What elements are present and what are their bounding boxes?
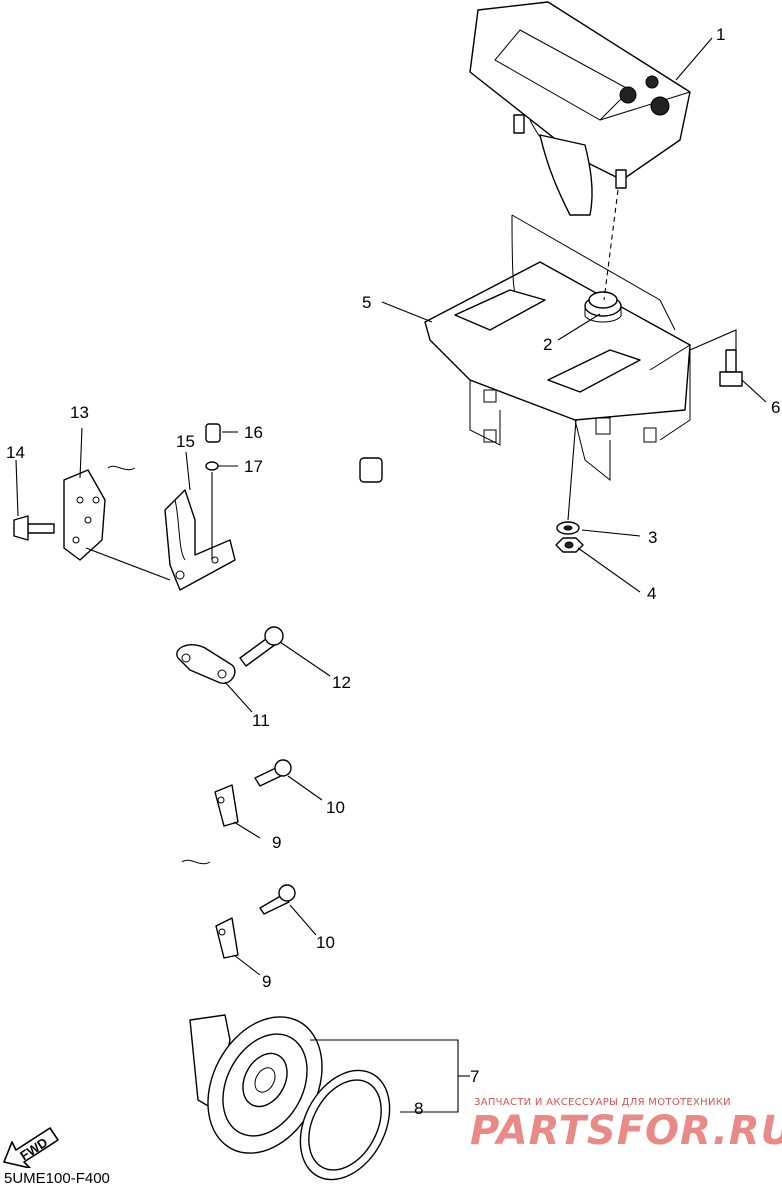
callout-17: 17 [244,457,263,476]
clamp-upper [214,784,239,827]
callout-12: 12 [332,673,351,692]
callout-9-lower: 9 [262,972,271,991]
meter-bracket [424,214,691,482]
callout-8: 8 [414,1099,423,1118]
callout-15: 15 [176,432,195,451]
callout-1: 1 [716,25,725,44]
callout-3: 3 [648,528,657,547]
washer-17 [205,461,219,471]
callout-11: 11 [252,711,270,730]
bolt-14 [13,515,55,541]
cable-guide [176,644,236,684]
callout-10-upper: 10 [326,798,345,817]
oil-seal [299,1069,391,1181]
meter-assembly [469,1,691,216]
bolt-12 [239,626,284,667]
callout-2: 2 [543,335,552,354]
callout-13: 13 [70,403,89,422]
callout-5: 5 [362,293,371,312]
forward-arrow-icon: FWD [0,1112,64,1173]
callout-9-upper: 9 [272,833,281,852]
clamp-lower [215,917,239,959]
speedometer-cable [107,331,383,1021]
bolt-16 [205,423,221,443]
callout-16: 16 [244,423,263,442]
watermark-brand: PARTSFOR.RU [470,1108,782,1154]
screw-lower [259,884,296,915]
callout-7: 7 [470,1067,479,1086]
nut [555,537,584,553]
callout-6: 6 [771,398,780,417]
leader-lines [15,37,767,1113]
grommet [584,291,622,323]
gear-unit [189,1014,323,1154]
callout-14: 14 [6,443,25,462]
watermark-tagline: ЗАПЧАСТИ И АКСЕССУАРЫ ДЛЯ МОТОТЕХНИКИ [474,1097,731,1108]
diagram-code: 5UME100-F400 [4,1170,110,1187]
bolt-6 [719,349,743,387]
callout-labels: 1 2 3 4 5 6 7 8 9 9 10 10 11 12 13 14 15… [6,25,780,1118]
mount-plate [63,469,106,561]
callout-10-lower: 10 [316,933,335,952]
screw-upper [254,759,292,787]
washer [556,521,580,535]
callout-4: 4 [647,584,656,603]
cable-bracket [164,489,236,591]
